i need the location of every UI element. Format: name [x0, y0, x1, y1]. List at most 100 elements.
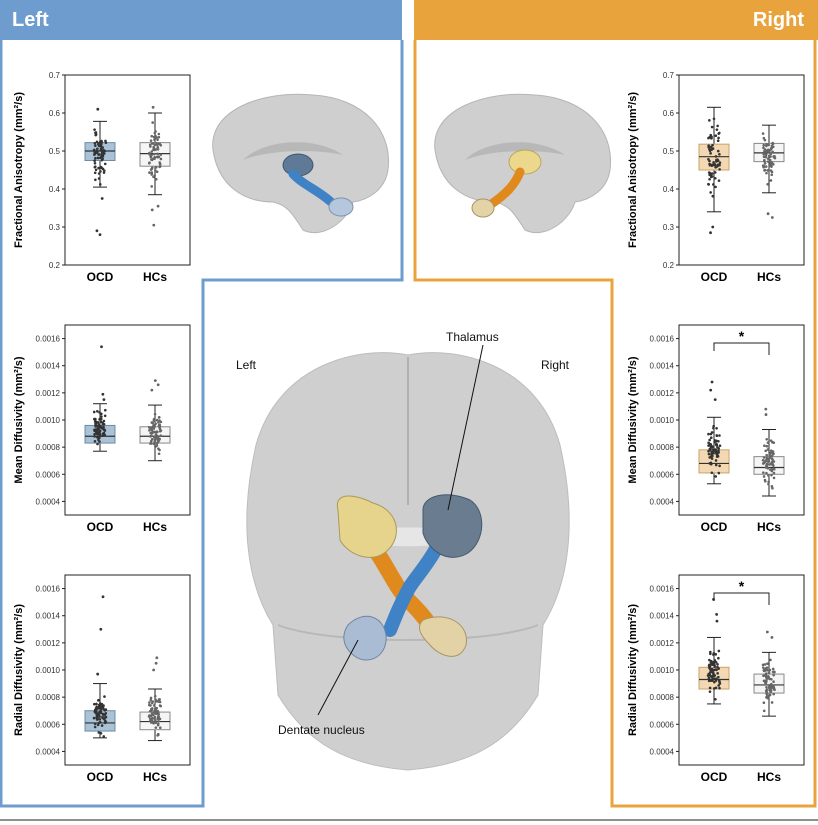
data-point — [150, 429, 154, 432]
data-point — [150, 707, 153, 711]
dentate-leader-line — [317, 639, 359, 716]
data-point — [98, 418, 101, 421]
outlier-point — [711, 225, 715, 229]
x-tick-label: HCs — [143, 770, 167, 784]
data-point — [153, 720, 156, 724]
data-point — [104, 141, 108, 145]
data-point — [98, 715, 101, 718]
y-tick-label: 0.5 — [663, 147, 675, 156]
data-point — [762, 679, 766, 683]
data-point — [717, 649, 721, 653]
data-point — [714, 185, 717, 189]
data-point — [159, 420, 163, 424]
data-point — [94, 707, 98, 710]
data-point — [152, 704, 156, 707]
data-point — [709, 652, 712, 656]
data-point — [156, 145, 160, 149]
data-point — [711, 660, 714, 664]
data-point — [157, 421, 160, 424]
plot-frame — [64, 324, 191, 516]
data-point — [768, 693, 772, 697]
data-point — [94, 133, 98, 137]
data-point — [98, 153, 101, 156]
data-point — [762, 475, 766, 478]
data-point — [717, 684, 720, 687]
data-point — [98, 411, 101, 414]
data-point — [94, 420, 98, 424]
data-point — [770, 454, 774, 458]
data-point — [712, 426, 715, 430]
data-point — [92, 716, 96, 720]
data-point — [96, 421, 100, 424]
data-point — [708, 665, 712, 668]
data-point — [93, 128, 96, 131]
data-point — [768, 686, 772, 690]
data-point — [96, 723, 100, 727]
y-tick-label: 0.0008 — [36, 443, 61, 452]
y-tick-label: 0.0016 — [650, 585, 675, 594]
data-point — [709, 148, 713, 151]
thalamus-left-coronal — [336, 495, 397, 558]
data-point — [150, 185, 154, 188]
data-point — [148, 701, 151, 704]
data-point — [718, 168, 721, 171]
data-point — [148, 426, 152, 429]
data-point — [772, 471, 776, 475]
data-point — [100, 724, 104, 727]
data-point — [713, 687, 716, 690]
data-point — [765, 679, 768, 682]
data-point — [157, 719, 160, 723]
y-axis-label: Mean Diffusivity (mm²/s) — [13, 356, 25, 483]
data-point — [150, 167, 154, 171]
data-point — [762, 155, 766, 159]
data-point — [769, 152, 773, 155]
data-point — [149, 139, 153, 142]
data-point — [717, 675, 720, 679]
data-point — [707, 676, 711, 680]
y-tick-label: 0.0010 — [650, 666, 675, 675]
data-point — [767, 480, 770, 484]
data-point — [763, 478, 767, 482]
x-tick-label: OCD — [87, 520, 114, 534]
x-tick-label: OCD — [701, 520, 728, 534]
data-point — [763, 669, 767, 672]
y-tick-label: 0.7 — [663, 71, 675, 80]
data-point — [709, 145, 713, 149]
data-point — [710, 457, 714, 460]
y-tick-label: 0.0016 — [36, 585, 61, 594]
data-point — [762, 456, 766, 459]
data-point — [717, 132, 721, 135]
data-point — [765, 444, 769, 448]
data-point — [718, 444, 722, 448]
data-point — [152, 442, 156, 446]
data-point — [768, 164, 771, 168]
data-point — [711, 194, 715, 198]
data-point — [767, 168, 770, 172]
data-point — [708, 159, 711, 163]
data-point — [707, 171, 711, 174]
data-point — [94, 428, 98, 431]
y-tick-label: 0.0006 — [650, 720, 675, 729]
data-point — [99, 144, 103, 148]
outlier-point — [715, 612, 719, 616]
data-point — [156, 734, 159, 737]
y-tick-label: 0.4 — [49, 185, 61, 194]
data-point — [95, 712, 98, 715]
y-tick-label: 0.5 — [49, 147, 61, 156]
data-point — [148, 171, 151, 174]
data-point — [708, 119, 711, 122]
data-point — [765, 465, 769, 469]
y-tick-label: 0.2 — [49, 261, 61, 270]
data-point — [93, 725, 97, 729]
y-tick-label: 0.0010 — [36, 416, 61, 425]
data-point — [709, 436, 713, 439]
significance-marker: * — [739, 578, 745, 594]
data-point — [766, 148, 770, 152]
data-point — [716, 663, 719, 666]
data-point — [150, 442, 153, 445]
data-point — [159, 153, 163, 156]
outlier-point — [102, 398, 106, 402]
outlier-point — [150, 208, 154, 212]
data-point — [767, 482, 770, 486]
outlier-point — [100, 345, 103, 349]
